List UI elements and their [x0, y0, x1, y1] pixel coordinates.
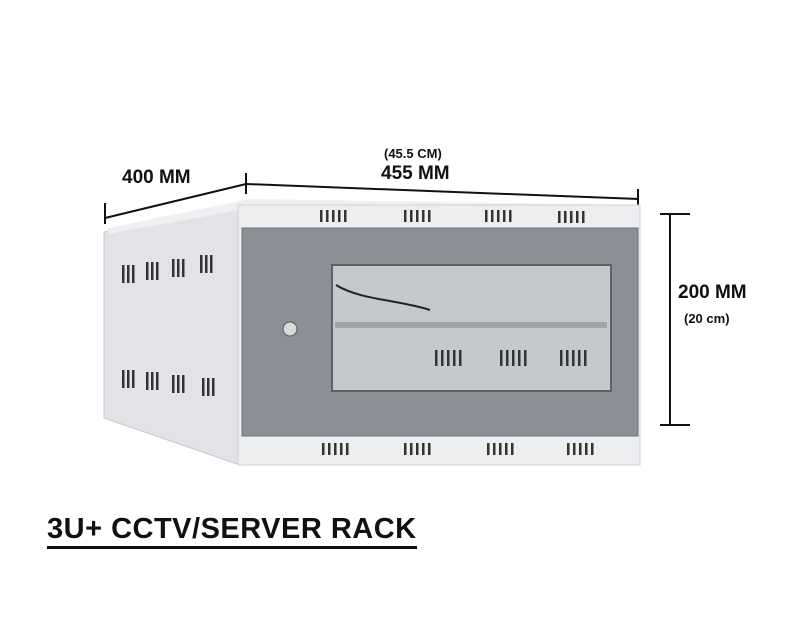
vents [122, 210, 594, 455]
vent-slot [127, 370, 130, 388]
lock-icon [282, 321, 298, 337]
vent-slot [576, 211, 579, 223]
vent-slot [210, 255, 213, 273]
rack-side-panel [103, 205, 241, 466]
vent-slot [151, 262, 154, 280]
vent-slot [404, 443, 407, 455]
vent-slot [344, 210, 347, 222]
vent-slot [422, 443, 425, 455]
vent-slot [487, 443, 490, 455]
vent-slot [127, 265, 130, 283]
vent-slot [202, 378, 205, 396]
vent-slot [453, 350, 456, 366]
vent-slot [459, 350, 462, 366]
vent-slot [572, 350, 575, 366]
vent-slot [122, 265, 125, 283]
vent-slot [579, 443, 582, 455]
vent-slot [177, 259, 180, 277]
vent-slot [132, 265, 135, 283]
vent-slot [332, 210, 335, 222]
vent-slot [497, 210, 500, 222]
vent-slot [524, 350, 527, 366]
vent-slot [151, 372, 154, 390]
vent-slot [146, 372, 149, 390]
vent-slot [182, 375, 185, 393]
vent-slot [558, 211, 561, 223]
height-cm-label: (20 cm) [684, 311, 730, 326]
vent-slot [485, 210, 488, 222]
vent-slot [567, 443, 570, 455]
vent-slot [156, 262, 159, 280]
vent-slot [182, 259, 185, 277]
vent-slot [500, 350, 503, 366]
vent-slot [564, 211, 567, 223]
vent-slot [346, 443, 349, 455]
vent-slot [410, 210, 413, 222]
vent-slot [447, 350, 450, 366]
product-title: 3U+ CCTV/SERVER RACK [47, 514, 417, 549]
vent-slot [493, 443, 496, 455]
width-label: 455 MM [381, 163, 450, 184]
vent-slot [505, 443, 508, 455]
vent-slot [441, 350, 444, 366]
vent-slot [322, 443, 325, 455]
vent-slot [416, 210, 419, 222]
vent-slot [200, 255, 203, 273]
vent-slot [584, 350, 587, 366]
vent-slot [326, 210, 329, 222]
vent-slot [573, 443, 576, 455]
width-cm-label: (45.5 CM) [384, 146, 442, 161]
vent-slot [177, 375, 180, 393]
vent-slot [435, 350, 438, 366]
vent-slot [511, 443, 514, 455]
vent-slot [491, 210, 494, 222]
vent-slot [172, 375, 175, 393]
vent-slot [340, 443, 343, 455]
vent-slot [506, 350, 509, 366]
vent-slot [428, 210, 431, 222]
vent-slot [172, 259, 175, 277]
vent-slot [503, 210, 506, 222]
depth-label: 400 MM [122, 167, 191, 188]
vent-slot [122, 370, 125, 388]
vent-slot [578, 350, 581, 366]
vent-slot [582, 211, 585, 223]
vent-slot [499, 443, 502, 455]
vent-slot [570, 211, 573, 223]
vent-slot [591, 443, 594, 455]
vent-slot [328, 443, 331, 455]
vent-slot [518, 350, 521, 366]
height-label: 200 MM [678, 282, 747, 303]
vent-slot [156, 372, 159, 390]
vent-slot [320, 210, 323, 222]
vent-slot [338, 210, 341, 222]
vent-slot [509, 210, 512, 222]
vent-slot [585, 443, 588, 455]
vent-slot [404, 210, 407, 222]
vent-slot [512, 350, 515, 366]
vent-slot [334, 443, 337, 455]
vent-slot [560, 350, 563, 366]
vent-slot [428, 443, 431, 455]
vent-slot [205, 255, 208, 273]
vent-slot [212, 378, 215, 396]
vent-slot [132, 370, 135, 388]
vent-slot [146, 262, 149, 280]
vent-slot [416, 443, 419, 455]
vent-slot [422, 210, 425, 222]
dimension-lines [104, 173, 690, 426]
vent-slot [566, 350, 569, 366]
vent-slot [410, 443, 413, 455]
vent-slot [207, 378, 210, 396]
